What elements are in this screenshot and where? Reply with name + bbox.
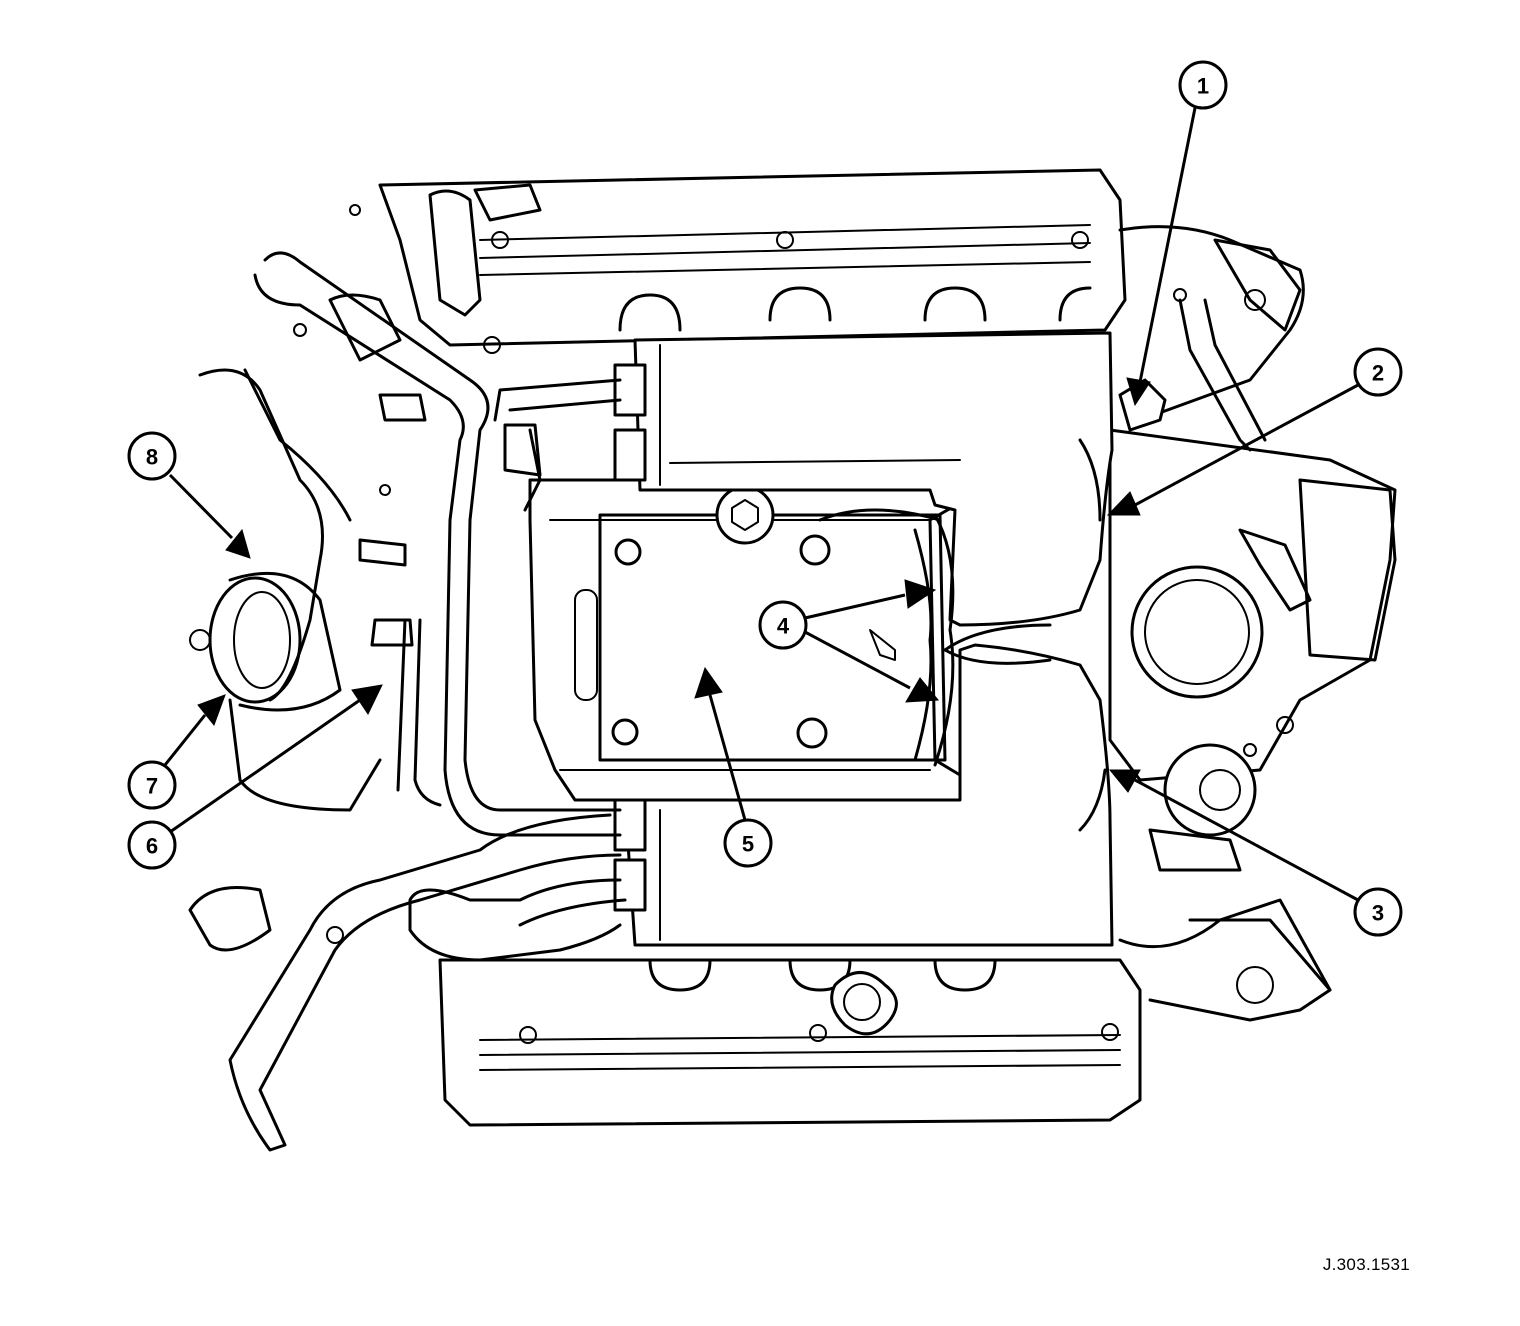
hoses: [228, 183, 627, 1152]
callout-6: 6: [127, 684, 383, 870]
callout-7-label: 7: [146, 774, 158, 799]
callout-5: 5: [694, 666, 773, 868]
callout-8: 8: [127, 431, 251, 559]
sensors: [358, 378, 1167, 647]
upper-intake-runners: [618, 286, 1092, 332]
callout-1: 1: [1126, 60, 1228, 407]
fasteners: [349, 204, 1294, 757]
callout-2-label: 2: [1372, 361, 1384, 386]
left-components: [188, 293, 402, 952]
upper-cam-cover: [293, 168, 1127, 354]
callout-4-label: 4: [777, 614, 790, 639]
callout-8-label: 8: [146, 445, 158, 470]
callout-2: 2: [1106, 347, 1403, 516]
callout-6-label: 6: [146, 834, 158, 859]
right-manifold: [1118, 225, 1332, 1022]
figure-reference: J.303.1531: [1322, 1255, 1410, 1274]
oil-filler-cap: [830, 971, 898, 1036]
callout-4: 4: [758, 579, 940, 703]
callout-5-label: 5: [742, 832, 754, 857]
callout-3: 3: [1108, 769, 1403, 937]
duct-clamps: [613, 363, 647, 912]
callout-7: 7: [127, 694, 226, 810]
intake-plenum: [528, 478, 967, 802]
air-cleaner-duct: [623, 331, 1114, 947]
throttle-body: [1108, 428, 1397, 872]
callout-1-label: 1: [1197, 74, 1209, 99]
lower-cam-cover: [438, 958, 1142, 1127]
callout-3-label: 3: [1372, 901, 1384, 926]
